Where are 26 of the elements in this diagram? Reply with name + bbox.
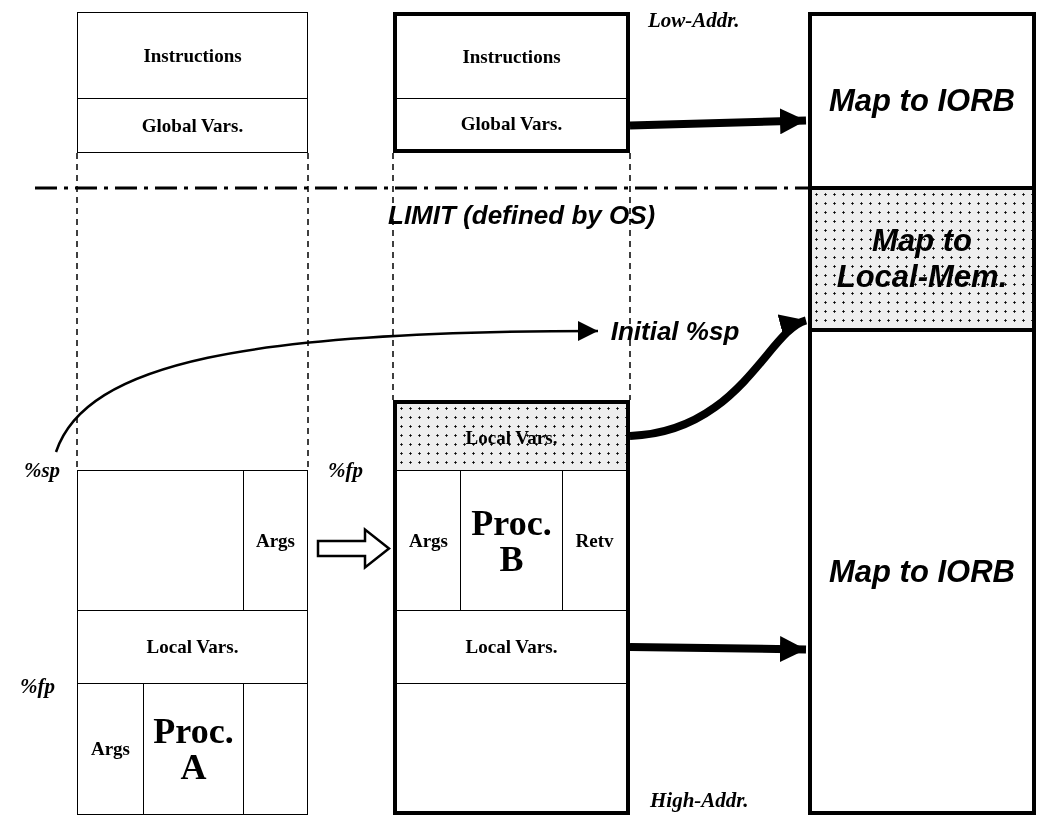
address-label: High-Addr. bbox=[650, 788, 749, 813]
memory-segment bbox=[243, 683, 308, 815]
memory-segment: Global Vars. bbox=[393, 98, 630, 153]
memory-segment: Local Vars. bbox=[77, 610, 308, 684]
limit-label: LIMIT (defined by OS) bbox=[388, 200, 656, 231]
memory-segment: Local Vars. bbox=[393, 400, 630, 472]
arrow bbox=[629, 316, 808, 440]
arrow bbox=[629, 636, 807, 663]
pointer-label: Initial %sp bbox=[600, 310, 750, 352]
memory-segment bbox=[393, 683, 630, 815]
pointer-label: %sp bbox=[14, 452, 70, 488]
memory-segment bbox=[77, 470, 244, 611]
memory-segment: Local Vars. bbox=[393, 610, 630, 684]
pointer-label: %fp bbox=[328, 458, 363, 483]
memory-segment: Global Vars. bbox=[77, 98, 308, 153]
block-arrow bbox=[316, 526, 391, 571]
arrow bbox=[629, 108, 807, 135]
memory-segment: Retv bbox=[562, 470, 630, 611]
memory-segment: Args bbox=[243, 470, 308, 611]
memory-segment: Args bbox=[393, 470, 461, 611]
address-label: Low-Addr. bbox=[648, 8, 740, 33]
memory-segment: Instructions bbox=[77, 12, 308, 99]
memory-segment: Instructions bbox=[393, 12, 630, 99]
arrow bbox=[54, 321, 598, 453]
memory-segment: Args bbox=[77, 683, 144, 815]
pointer-label: %fp bbox=[20, 674, 55, 699]
